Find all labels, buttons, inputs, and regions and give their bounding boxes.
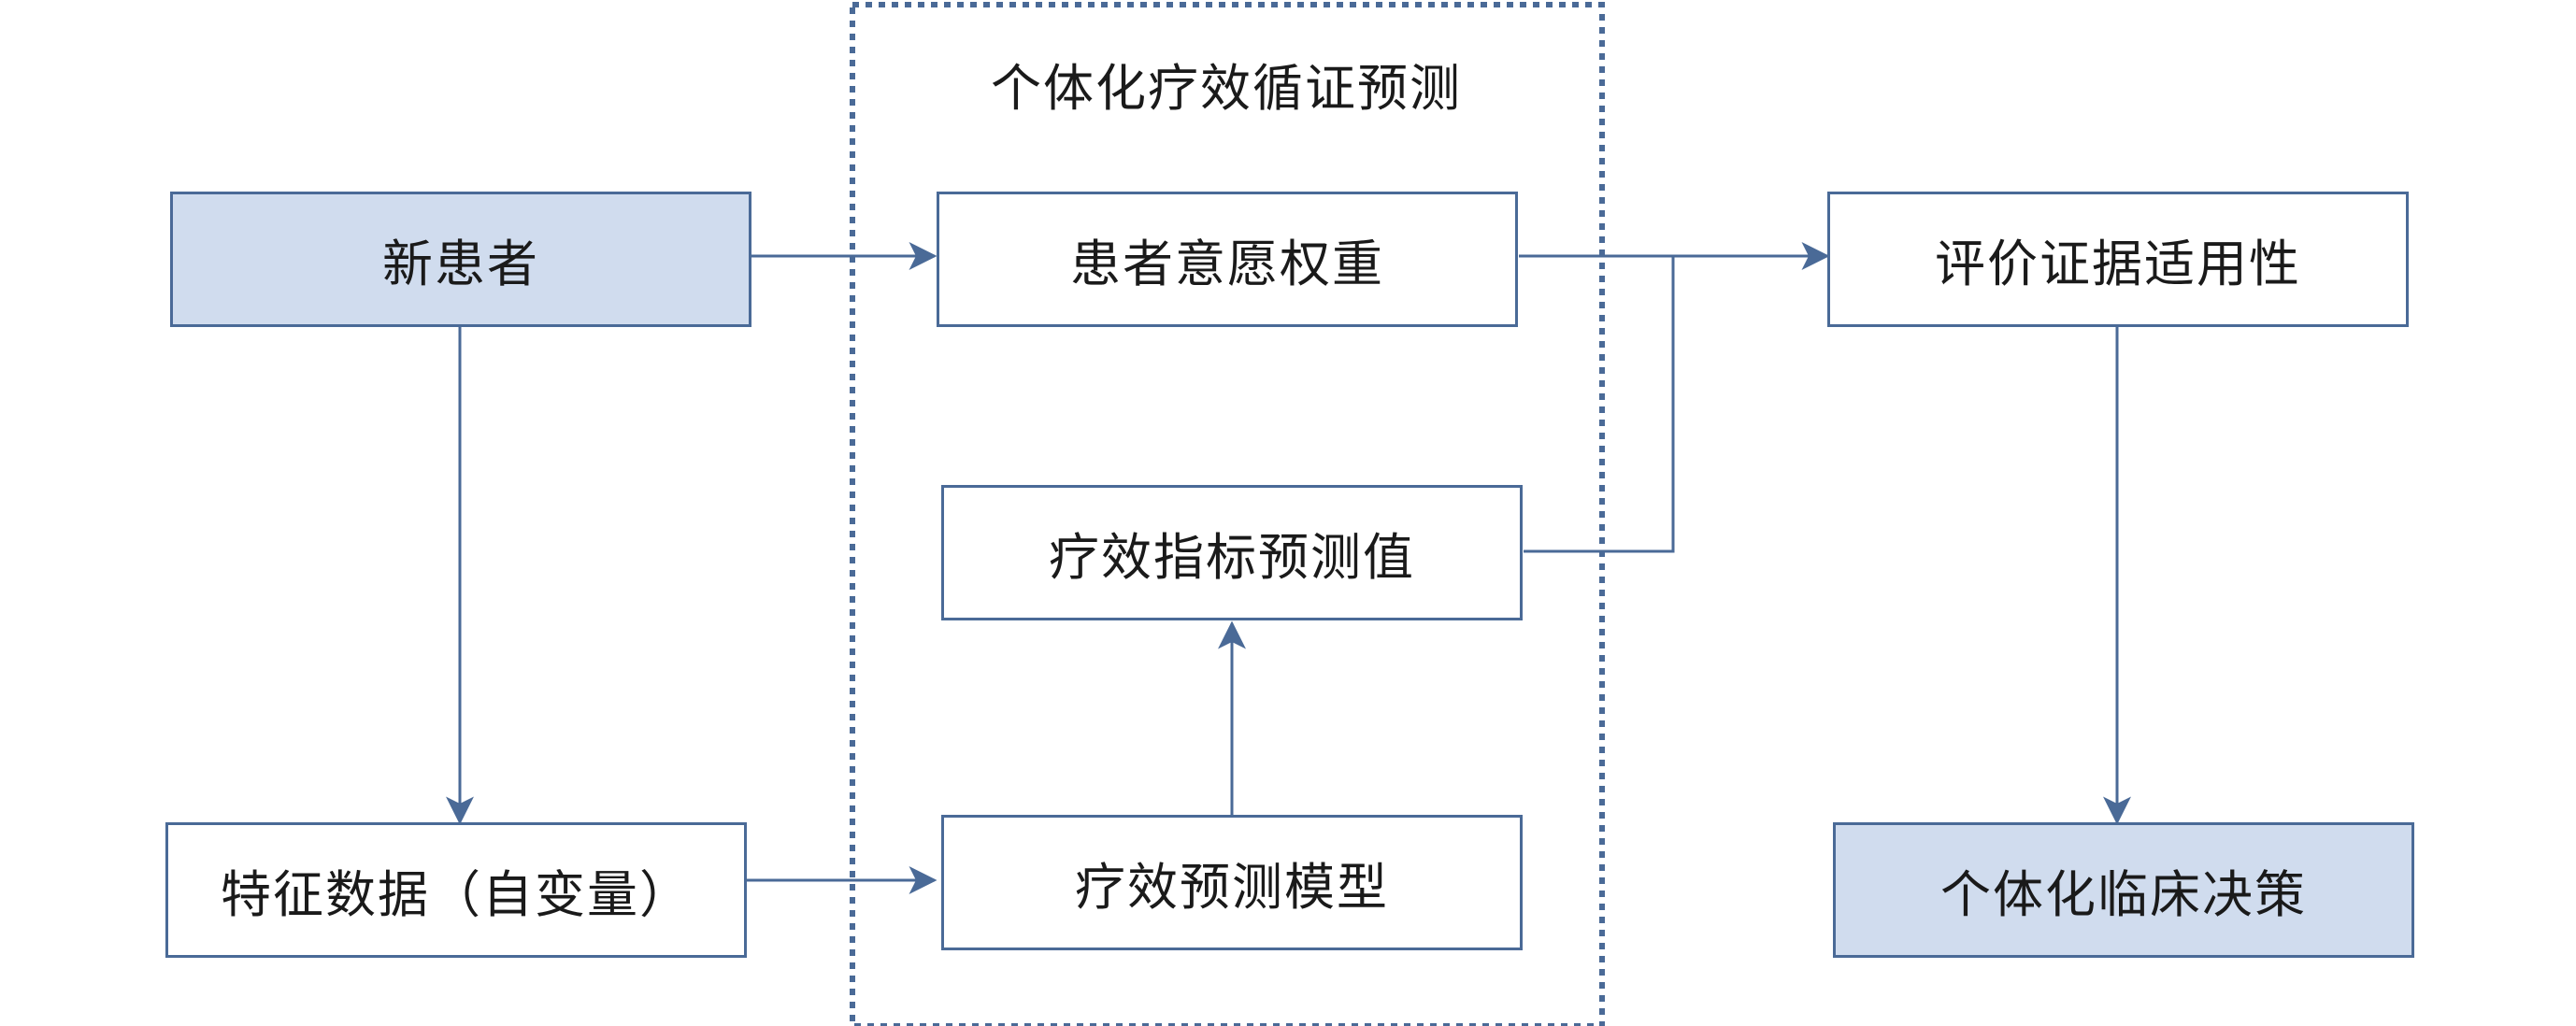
node-individualized-clinical-decision: 个体化临床决策 bbox=[1833, 822, 2414, 958]
node-patient-preference-weight: 患者意愿权重 bbox=[937, 192, 1518, 327]
node-efficacy-prediction-model: 疗效预测模型 bbox=[941, 815, 1523, 950]
node-evaluate-evidence-applicability: 评价证据适用性 bbox=[1827, 192, 2409, 327]
node-efficacy-prediction-value: 疗效指标预测值 bbox=[941, 485, 1523, 620]
prediction-group-border bbox=[850, 2, 1605, 1026]
connector-prediction-to-evidence bbox=[1524, 256, 1675, 553]
node-new-patient: 新患者 bbox=[170, 192, 751, 327]
node-feature-data: 特征数据（自变量） bbox=[165, 822, 747, 958]
group-title: 个体化疗效循证预测 bbox=[991, 59, 1462, 118]
